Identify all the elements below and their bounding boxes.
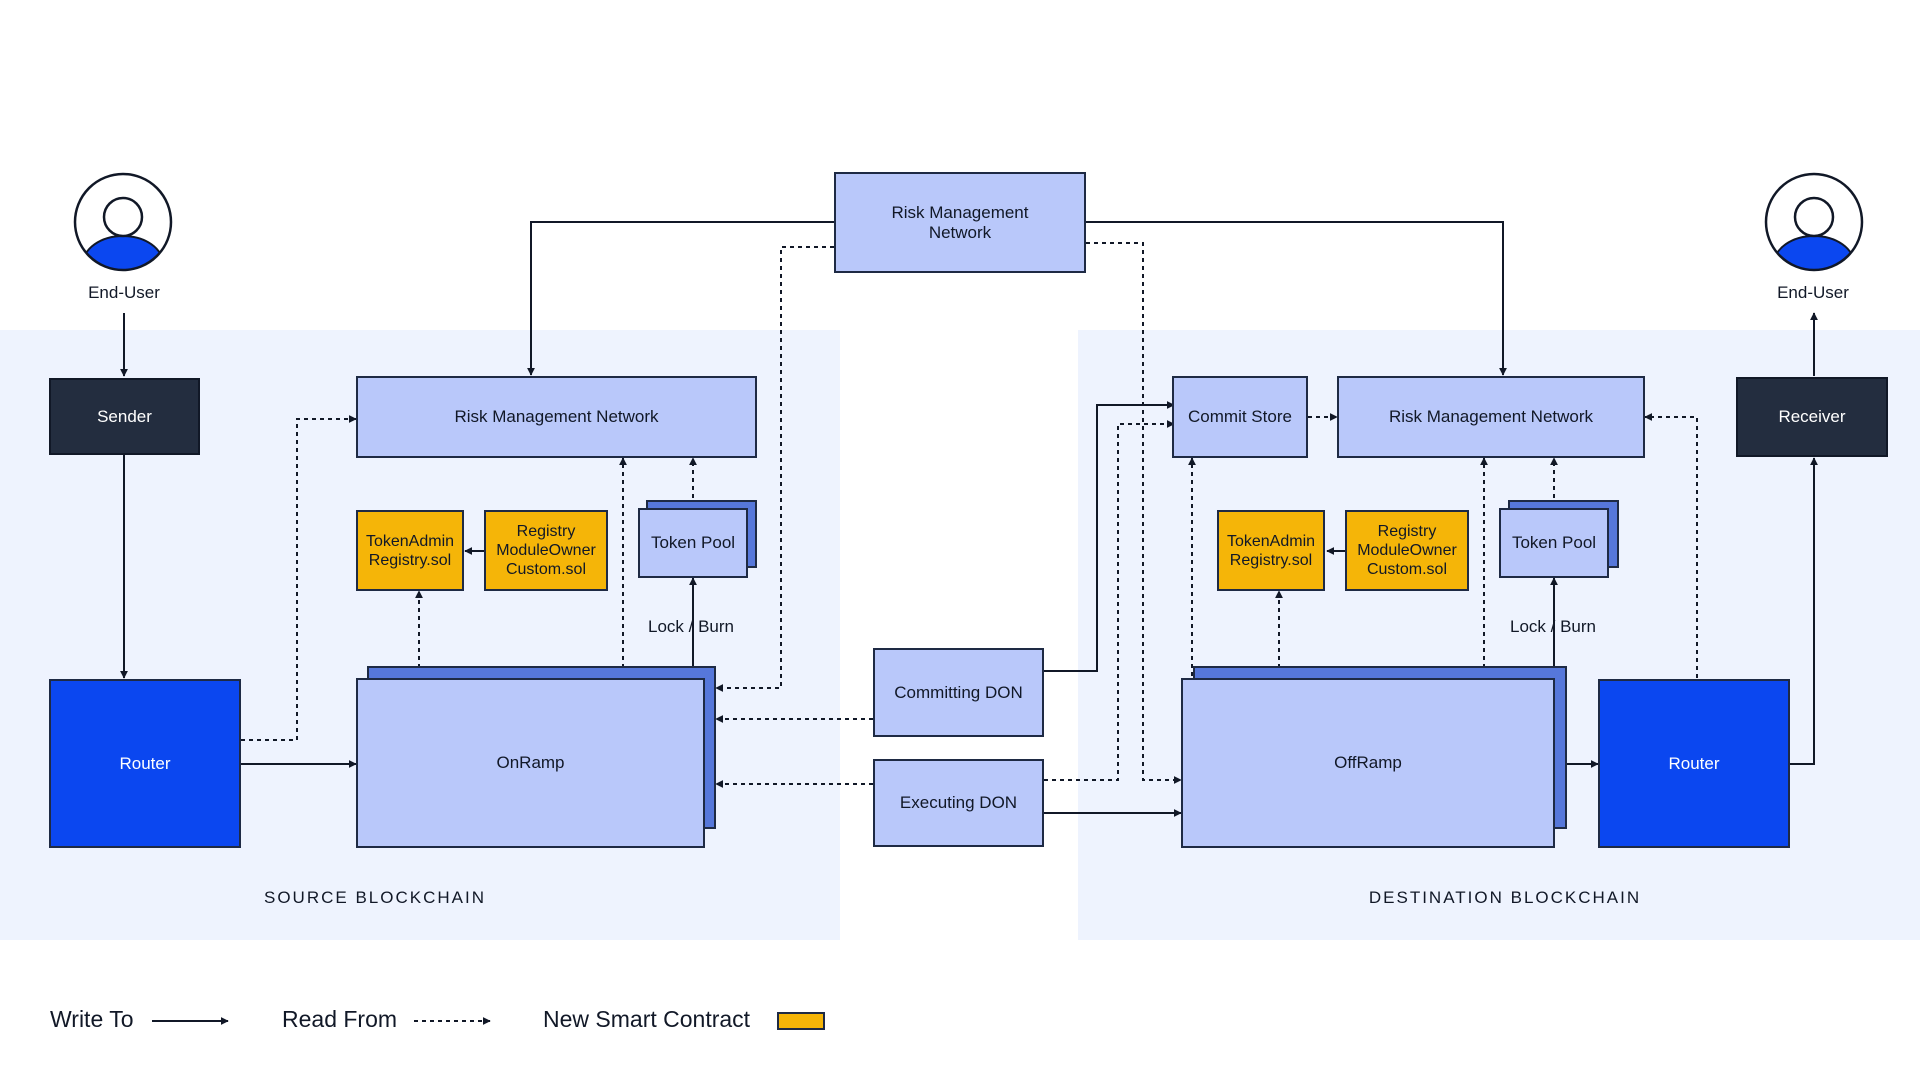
edge-executing-don-read-commit-store [1044, 420, 1175, 781]
offramp-node: OffRamp [1181, 678, 1555, 848]
dest-token-pool-node: Token Pool [1499, 508, 1609, 578]
dest-registry-module-owner-node: Registry ModuleOwner Custom.sol [1345, 510, 1469, 591]
source-end-user-label: End-User [88, 283, 160, 302]
edge-router-read-source-rmn [241, 415, 357, 741]
edge-rmn-to-source-rmn [527, 221, 834, 376]
legend-read-from-label: Read From [282, 1006, 398, 1032]
source-blockchain-label: SOURCE BLOCKCHAIN [264, 888, 486, 907]
legend-new-contract-swatch [777, 1012, 825, 1030]
dest-router-node: Router [1598, 679, 1790, 848]
dest-user-avatar-icon [1764, 172, 1864, 272]
edge-committing-don-to-commit-store [1044, 401, 1175, 672]
legend-write-to-label: Write To [50, 1006, 134, 1032]
edge-onramp-read-rmn [715, 246, 834, 692]
rmn-top-node: Risk Management Network [834, 172, 1086, 273]
onramp-node: OnRamp [356, 678, 705, 848]
edge-rmn-to-dest-rmn [1086, 221, 1507, 376]
executing-don-node: Executing DON [873, 759, 1044, 847]
sender-node: Sender [49, 378, 200, 455]
dest-token-admin-registry-node: TokenAdmin Registry.sol [1217, 510, 1325, 591]
edge-offramp-read-rmn [1086, 242, 1182, 784]
edge-dest-router-to-receiver [1790, 457, 1818, 765]
committing-don-node: Committing DON [873, 648, 1044, 737]
source-user-avatar-icon [73, 172, 173, 272]
dest-lock-burn-label: Lock / Burn [1510, 617, 1596, 636]
edge-dest-router-read-dest-rmn [1644, 413, 1698, 678]
legend-new-smart-contract-label: New Smart Contract [543, 1006, 751, 1032]
source-registry-module-owner-node: Registry ModuleOwner Custom.sol [484, 510, 608, 591]
dest-end-user-label: End-User [1777, 283, 1849, 302]
source-rmn-node: Risk Management Network [356, 376, 757, 458]
source-lock-burn-label: Lock / Burn [648, 617, 734, 636]
source-router-node: Router [49, 679, 241, 848]
dest-rmn-node: Risk Management Network [1337, 376, 1645, 458]
source-token-pool-node: Token Pool [638, 508, 748, 578]
receiver-node: Receiver [1736, 377, 1888, 457]
source-token-admin-registry-node: TokenAdmin Registry.sol [356, 510, 464, 591]
destination-blockchain-label: DESTINATION BLOCKCHAIN [1368, 888, 1642, 907]
commit-store-node: Commit Store [1172, 376, 1308, 458]
